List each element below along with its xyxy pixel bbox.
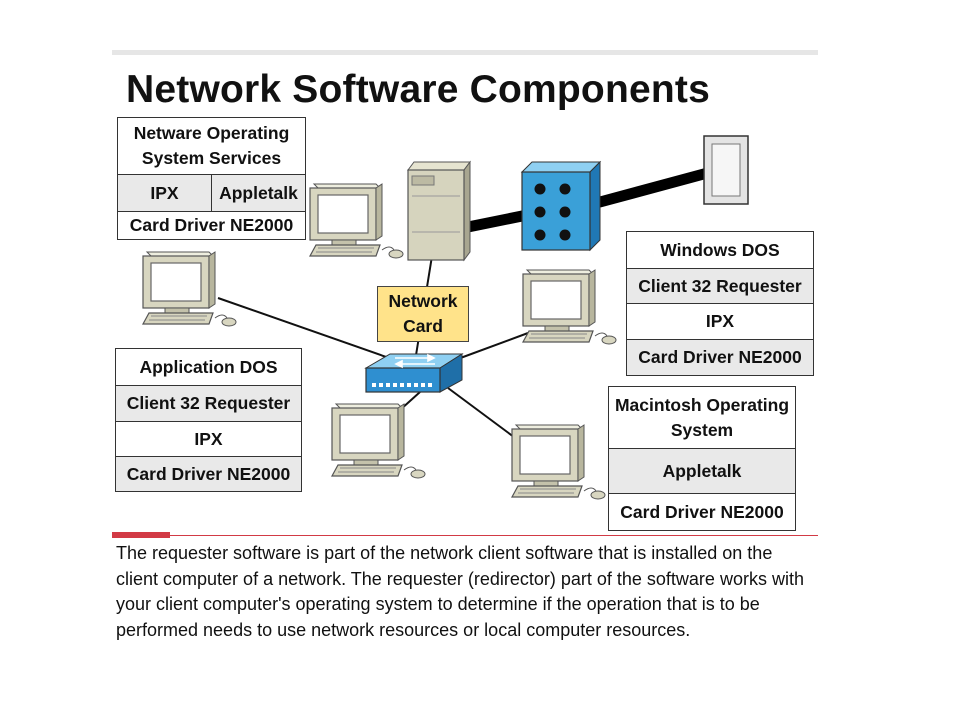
link-bottom-right-pc xyxy=(447,387,519,441)
computer-bottom-right-icon xyxy=(511,424,606,500)
macintosh-appletalk: Appletalk xyxy=(609,449,795,494)
netware-stack: Netware Operating System Services IPX Ap… xyxy=(117,117,306,240)
computer-top-icon xyxy=(309,183,404,259)
link-left-pc xyxy=(217,297,413,367)
macintosh-stack: Macintosh Operating System Appletalk Car… xyxy=(608,386,796,531)
netware-ipx: IPX xyxy=(150,182,179,203)
windows-dos-stack: Windows DOS Client 32 Requester IPX Card… xyxy=(626,231,814,376)
computer-bottom-left-icon xyxy=(331,403,426,479)
macintosh-card-driver: Card Driver NE2000 xyxy=(620,501,784,522)
netware-appletalk: Appletalk xyxy=(211,175,305,211)
network-card-label: Network Card xyxy=(377,286,469,342)
macintosh-os-label: Macintosh Operating System xyxy=(609,387,795,449)
application-card-driver: Card Driver NE2000 xyxy=(116,457,301,491)
link-right-pc xyxy=(454,332,529,361)
hub-icon xyxy=(520,160,602,252)
windows-requester: Client 32 Requester xyxy=(627,269,813,304)
windows-ipx: IPX xyxy=(627,304,813,340)
netware-card-driver: Card Driver NE2000 xyxy=(129,215,294,235)
description-text: The requester software is part of the ne… xyxy=(116,543,804,640)
wall-jack-icon xyxy=(703,135,749,205)
bottom-divider-accent xyxy=(112,532,170,538)
top-divider xyxy=(112,50,818,55)
page-title: Network Software Components xyxy=(126,68,710,111)
application-requester: Client 32 Requester xyxy=(116,386,301,422)
computer-left-icon xyxy=(142,251,237,327)
application-dos-stack: Application DOS Client 32 Requester IPX … xyxy=(115,348,302,492)
server-icon xyxy=(407,160,471,262)
windows-card-driver: Card Driver NE2000 xyxy=(627,340,813,375)
windows-dos-label: Windows DOS xyxy=(627,232,813,269)
application-ipx: IPX xyxy=(116,422,301,457)
netware-os-services: Netware Operating System Services xyxy=(118,118,305,175)
bottom-divider xyxy=(112,535,818,536)
netware-protocol-row: IPX Appletalk xyxy=(118,175,305,212)
computer-right-icon xyxy=(522,269,617,345)
application-dos-label: Application DOS xyxy=(116,349,301,386)
switch-icon xyxy=(364,353,464,393)
